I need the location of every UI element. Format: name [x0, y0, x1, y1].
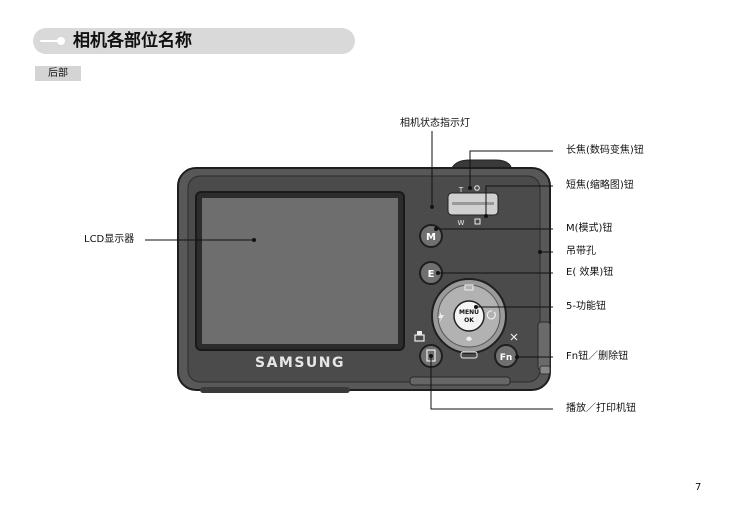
play-indicator — [460, 351, 478, 359]
camera-bottom-edge-right — [409, 376, 511, 386]
callout-effect: E( 效果)钮 — [566, 267, 614, 278]
callout-strap: 吊带孔 — [566, 246, 596, 257]
delete-icon — [510, 333, 518, 341]
macro-icon — [466, 336, 472, 341]
marker-fn-delete — [515, 355, 519, 359]
brand-logo: SAMSUNG — [255, 355, 345, 371]
leader-zoom-wide — [485, 185, 553, 216]
callout-zoom-wide: 短焦(缩略图)钮 — [566, 180, 634, 191]
zoom-wide-label: W — [458, 219, 465, 227]
leader-playback-print — [430, 356, 553, 410]
marker-mode — [434, 227, 438, 231]
callout-zoom-tele: 长焦(数码变焦)钮 — [566, 145, 644, 156]
marker-strap — [538, 250, 542, 254]
ok-label: OK — [464, 317, 474, 324]
marker-effect — [436, 271, 440, 275]
callout-fn-delete: Fn钮／删除钮 — [566, 351, 629, 362]
menu-label: MENU — [459, 309, 479, 316]
display-icon — [464, 284, 474, 291]
zoom-tele-magnifier-icon — [474, 185, 480, 191]
page-title-bar: 相机各部位名称 — [33, 28, 355, 54]
page-number: 7 — [695, 482, 702, 493]
effect-button-label: E — [428, 269, 435, 280]
mode-button-label: M — [426, 232, 436, 243]
leader-zoom-tele — [469, 150, 553, 188]
callout-five-function: 5-功能钮 — [566, 301, 606, 312]
callout-mode: M(模式)钮 — [566, 223, 613, 234]
title-bullet-dot-icon — [57, 37, 65, 45]
side-grip — [537, 321, 551, 371]
self-timer-icon — [486, 310, 496, 320]
zoom-tele-label: T — [458, 186, 464, 194]
callout-status-lamp: 相机状态指示灯 — [400, 118, 470, 129]
side-grip-strap — [539, 365, 551, 375]
callout-playback-print: 播放／打印机钮 — [566, 403, 636, 414]
marker-playback-print — [429, 354, 433, 358]
callout-lcd: LCD显示器 — [84, 234, 135, 245]
marker-zoom-wide — [484, 214, 488, 218]
marker-lcd — [252, 238, 256, 242]
title-bullet-icon — [40, 40, 58, 42]
zoom-wide-thumbnail-icon — [474, 218, 481, 225]
menu-ok-button — [453, 300, 485, 332]
flash-icon — [438, 312, 444, 323]
marker-zoom-tele — [468, 186, 472, 190]
section-label: 后部 — [35, 66, 81, 81]
camera-bottom-edge — [200, 387, 350, 393]
page-title: 相机各部位名称 — [73, 31, 192, 51]
lcd-screen — [202, 198, 398, 344]
marker-status-lamp — [430, 205, 434, 209]
marker-five-function — [474, 305, 478, 309]
zoom-rocker-ridge — [452, 202, 494, 205]
print-icon-paper — [417, 331, 422, 335]
fn-button-label: Fn — [500, 353, 513, 363]
